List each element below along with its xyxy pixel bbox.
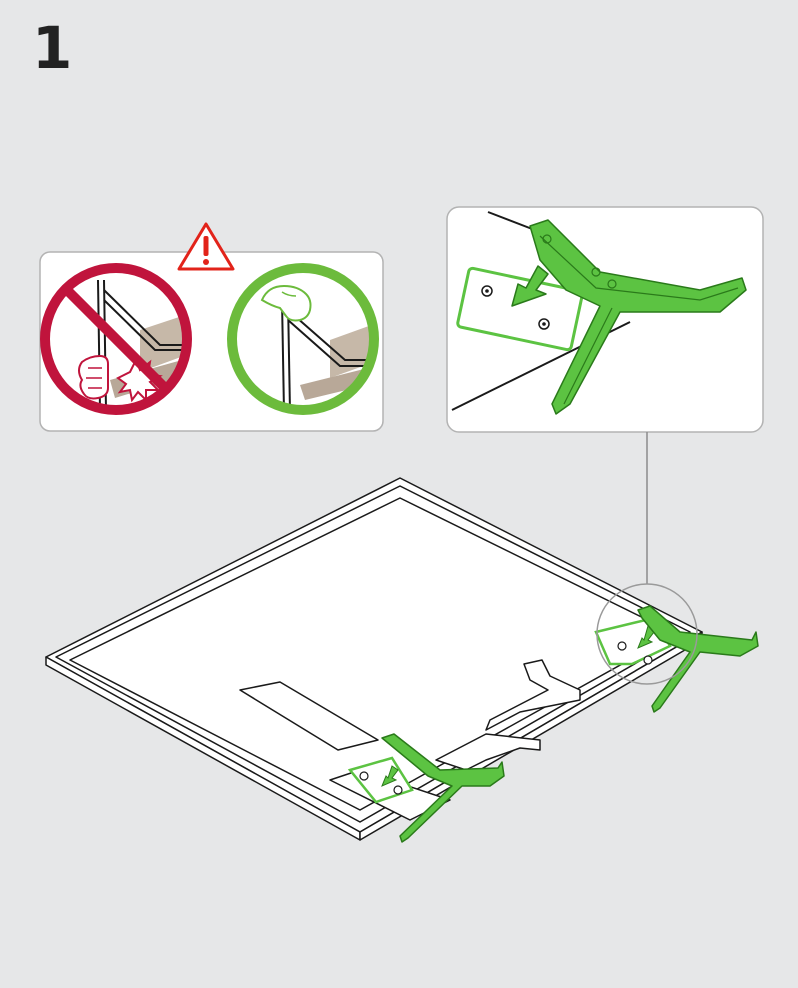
screw-hole-icon <box>482 286 492 296</box>
zoom-detail-panel <box>447 207 763 432</box>
warning-panel <box>40 224 383 431</box>
screw-hole-icon <box>539 319 549 329</box>
correct-circle-icon <box>232 268 380 412</box>
warning-triangle-icon <box>179 224 233 269</box>
